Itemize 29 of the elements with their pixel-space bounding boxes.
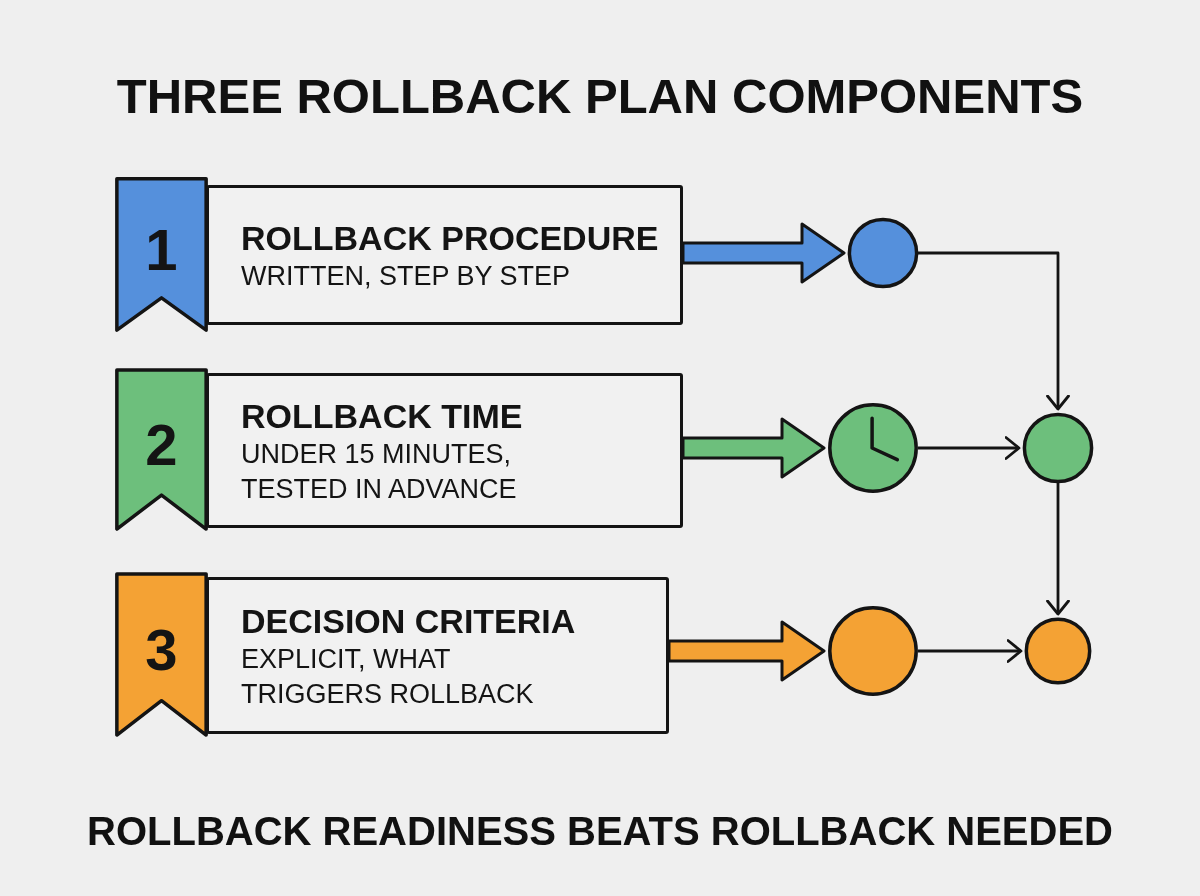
caption: ROLLBACK READINESS BEATS ROLLBACK NEEDED — [87, 811, 1113, 851]
arrow — [1046, 483, 1070, 616]
arrow — [918, 436, 1021, 460]
block-arrow — [681, 417, 826, 479]
step-number: 3 — [145, 620, 178, 679]
step-heading: DECISION CRITERIA — [241, 600, 576, 642]
block-arrow — [667, 620, 826, 682]
step-box — [206, 185, 683, 325]
block-arrow — [681, 222, 846, 284]
step-box — [206, 373, 683, 528]
circle-node — [848, 218, 918, 288]
step-box — [206, 577, 669, 734]
circle-node — [828, 606, 918, 696]
step-number: 1 — [145, 220, 178, 279]
arrow — [918, 639, 1023, 663]
step-heading: ROLLBACK PROCEDURE — [241, 217, 659, 259]
title: THREE ROLLBACK PLAN COMPONENTS — [116, 72, 1084, 121]
step-number: 2 — [145, 415, 178, 474]
clock-icon — [828, 403, 918, 493]
circle-node — [1023, 413, 1093, 483]
ribbon-banner — [115, 368, 208, 531]
arrow — [918, 251, 1070, 411]
circle-node — [1025, 618, 1091, 684]
step-description: UNDER 15 MINUTES, TESTED IN ADVANCE — [241, 437, 518, 506]
step-description: EXPLICIT, WHAT TRIGGERS ROLLBACK — [241, 642, 535, 711]
ribbon-banner — [115, 572, 208, 737]
step-description: WRITTEN, STEP BY STEP — [241, 259, 571, 293]
step-heading: ROLLBACK TIME — [241, 395, 523, 437]
ribbon-banner — [115, 177, 208, 332]
